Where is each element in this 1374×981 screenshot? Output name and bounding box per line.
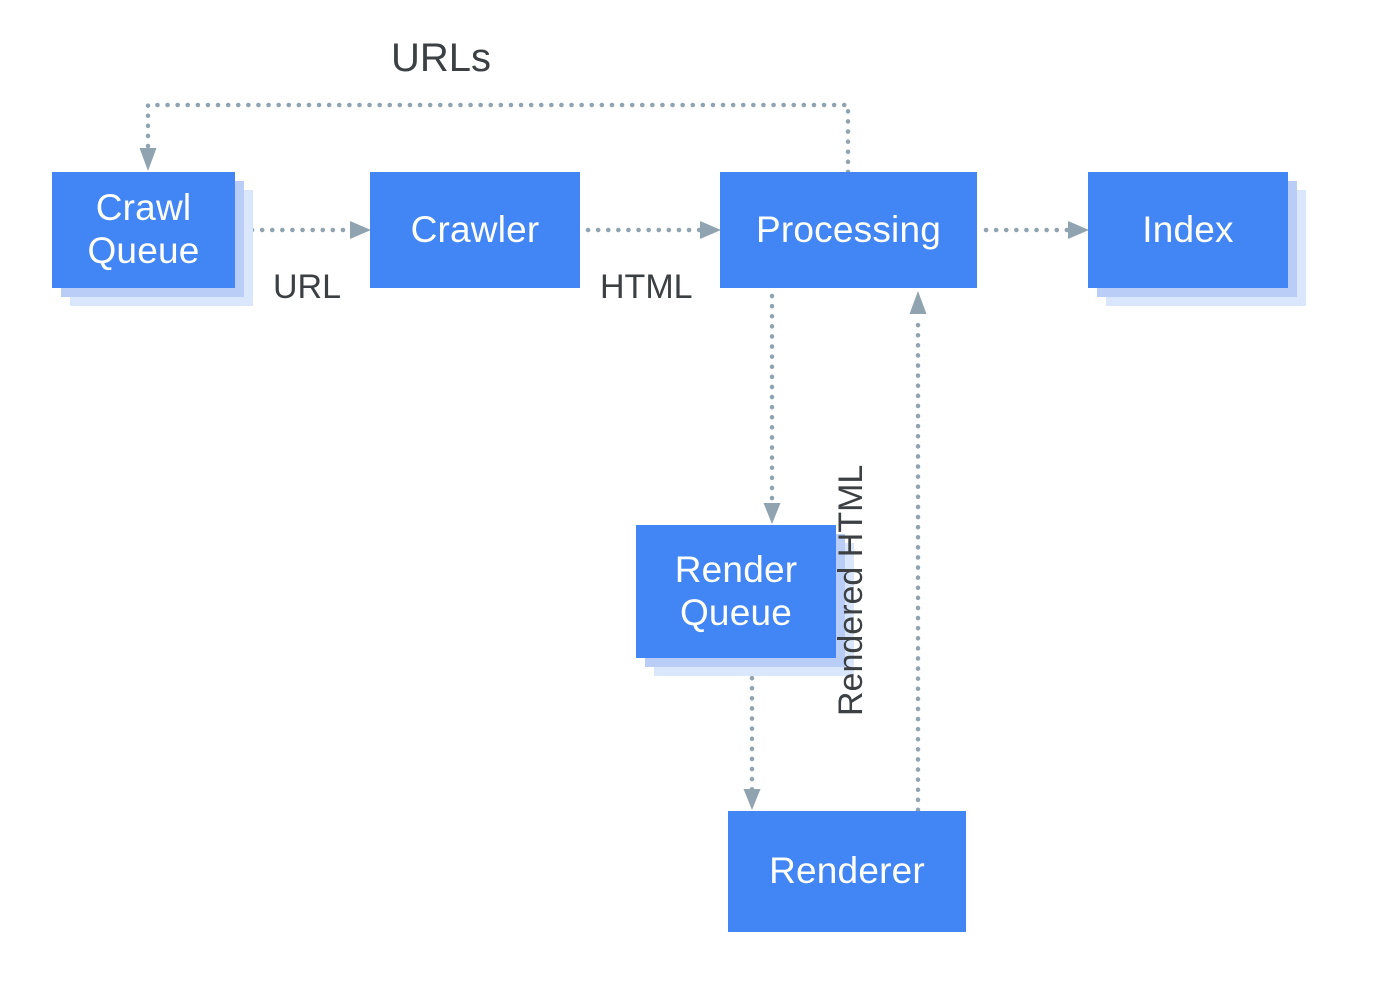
edge-label-urls: URLs [391,36,492,80]
arrowhead-into-processing [700,221,721,239]
edge-renderer-to-processing [909,291,927,813]
edge-crawler-to-processing [585,221,721,239]
node-index-label: Index [1088,172,1288,288]
node-processing-label: Processing [720,172,977,288]
edge-label-html: HTML [600,268,693,306]
node-render-queue[interactable]: Render Queue [636,525,854,676]
edge-render-queue-to-renderer [743,665,761,810]
edge-processing-to-index [983,221,1089,239]
node-crawl-queue[interactable]: Crawl Queue [52,172,253,306]
edge-crawl-queue-to-crawler [249,221,371,239]
node-crawl-queue-label: Crawl Queue [52,172,235,288]
arrowhead-into-crawler [350,221,371,239]
edge-processing-to-render-queue [763,293,781,524]
node-processing[interactable]: Processing [720,172,977,288]
arrowhead-into-renderer [743,789,761,810]
arrowhead-into-processing-bottom [909,291,927,314]
node-crawler[interactable]: Crawler [370,172,580,288]
edge-label-url: URL [273,268,342,306]
node-renderer[interactable]: Renderer [728,811,966,932]
node-render-queue-label: Render Queue [636,525,836,658]
node-crawler-label: Crawler [370,172,580,288]
edge-label-rendered-html: Rendered HTML [832,464,870,716]
node-index[interactable]: Index [1088,172,1306,306]
arrowhead-into-crawl-queue [139,148,157,171]
edge-processing-to-crawl-queue [139,102,851,175]
node-renderer-label: Renderer [728,811,966,932]
arrowhead-into-render-queue [763,503,781,524]
arrowhead-into-index [1068,221,1089,239]
